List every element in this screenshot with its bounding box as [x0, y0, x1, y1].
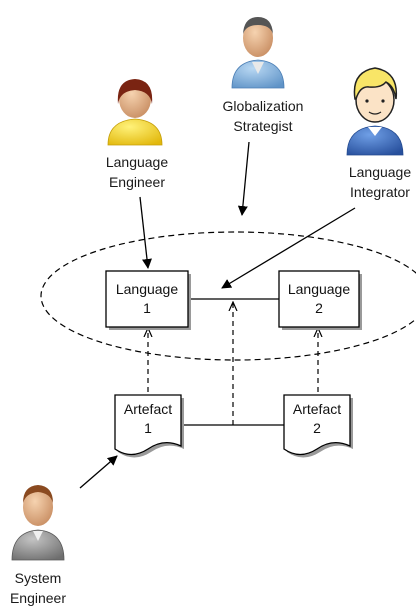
globalization-strategist-person-icon — [231, 17, 285, 89]
language-engineer-person-icon — [107, 79, 163, 146]
engineer-to-language1-arrow — [139, 196, 152, 269]
language-integrator-label-line1: Language — [349, 164, 412, 180]
system-engineer-to-artefact1-arrow — [79, 455, 118, 489]
system-engineer-label-line1: System — [15, 570, 62, 586]
language-1-box: Language 1 — [105, 270, 191, 330]
language-2-number: 2 — [315, 300, 323, 316]
language-2-label: Language — [288, 281, 351, 297]
language-2-box: Language 2 — [278, 270, 362, 330]
artefact-2-label: Artefact — [293, 401, 341, 417]
artefact-1-document: Artefact 1 — [114, 394, 184, 458]
artefact-1-number: 1 — [144, 420, 152, 436]
system-engineer-person-icon — [11, 485, 65, 561]
strategist-to-group-arrow — [237, 141, 250, 216]
globalization-strategist-label-line1: Globalization — [223, 98, 304, 114]
language-integrator-label-line2: Integrator — [350, 184, 410, 200]
language-1-number: 1 — [143, 300, 151, 316]
language-group-ellipse — [40, 231, 416, 361]
artefact-1-label: Artefact — [124, 401, 172, 417]
integrator-to-link-arrow — [221, 207, 356, 289]
artefact-2-document: Artefact 2 — [283, 394, 353, 458]
system-engineer-label-line2: Engineer — [10, 590, 66, 606]
globalization-strategist-label-line2: Strategist — [233, 118, 292, 134]
language-engineer-label-line1: Language — [106, 154, 169, 170]
language-1-label: Language — [116, 281, 179, 297]
language-engineer-label-line2: Engineer — [109, 174, 165, 190]
language-integrator-person-icon — [346, 67, 404, 156]
artefact-2-number: 2 — [313, 420, 321, 436]
